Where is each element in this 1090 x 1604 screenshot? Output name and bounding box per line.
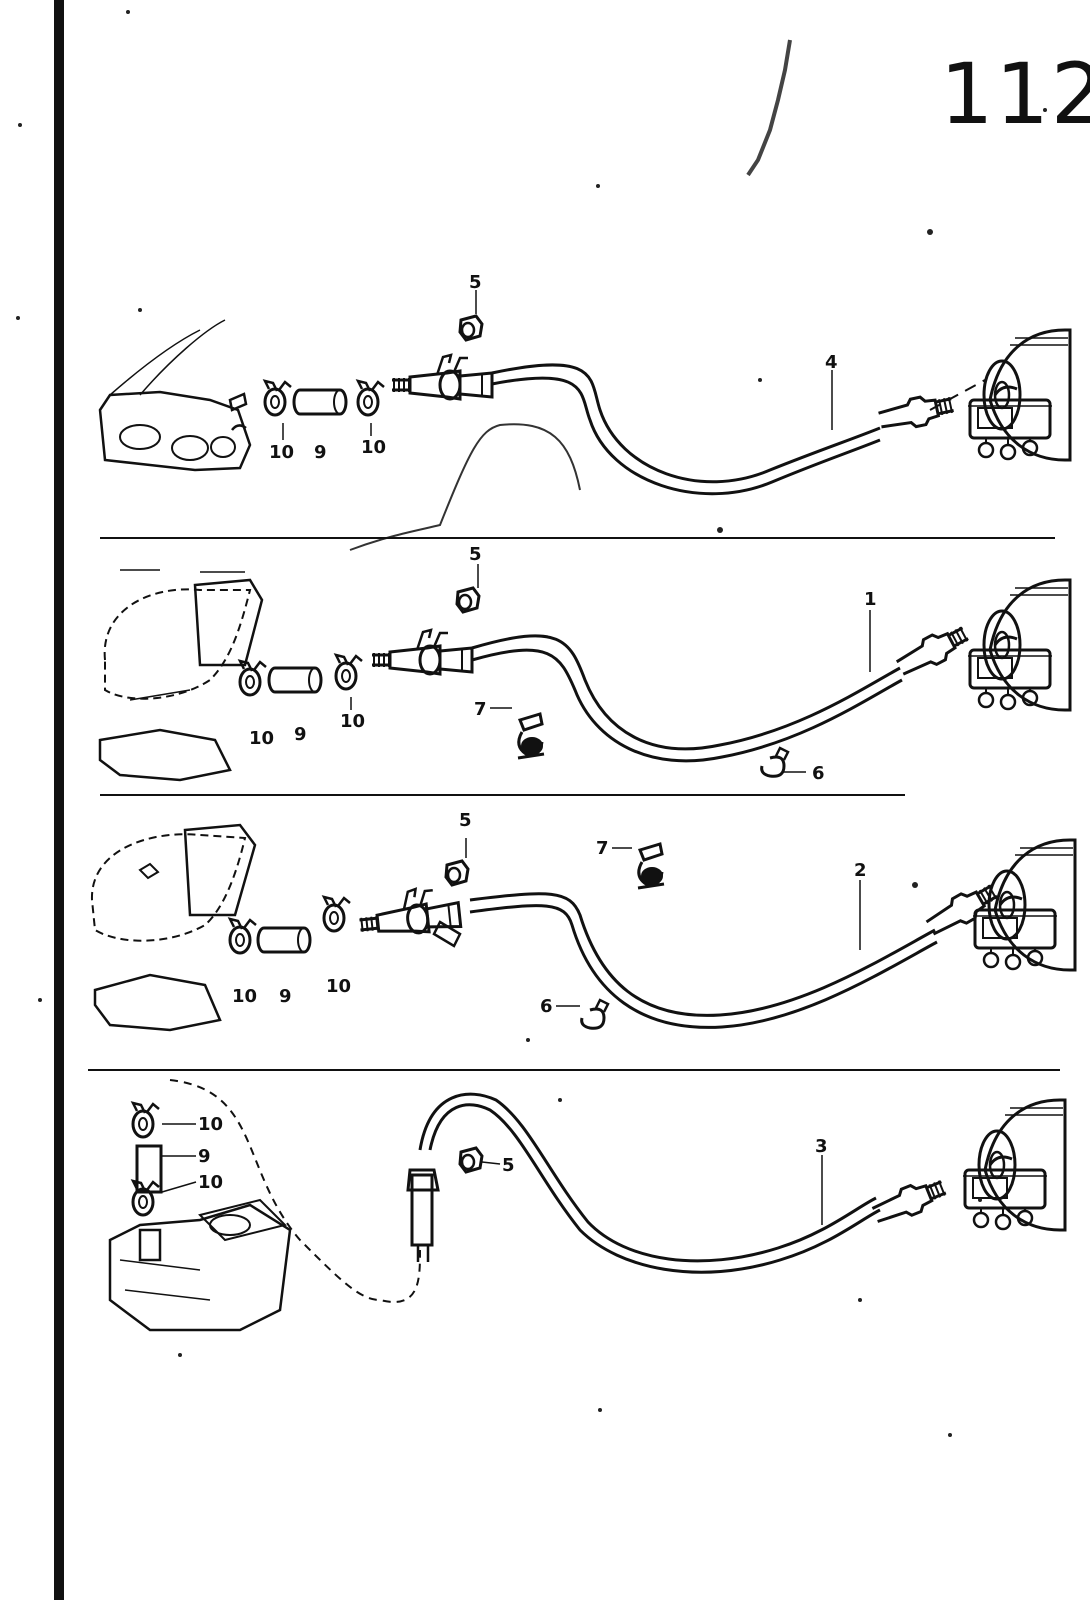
callout-6: 6 xyxy=(540,996,553,1017)
panel-a xyxy=(98,290,1072,551)
callout-10: 10 xyxy=(232,986,257,1007)
callout-10: 10 xyxy=(198,1172,223,1193)
callout-10: 10 xyxy=(269,442,294,463)
callout-10: 10 xyxy=(198,1114,223,1135)
callout-10: 10 xyxy=(361,437,386,458)
callout-10: 10 xyxy=(249,728,274,749)
callout-7: 7 xyxy=(596,838,609,859)
callout-5: 5 xyxy=(469,544,482,565)
callout-3: 3 xyxy=(815,1136,828,1157)
panel-c xyxy=(90,823,1077,1032)
callout-4: 4 xyxy=(825,352,838,373)
panel-d xyxy=(108,1079,1067,1332)
callout-10: 10 xyxy=(340,711,365,732)
pencil-mark xyxy=(746,39,792,177)
callout-9: 9 xyxy=(294,724,307,745)
callout-9: 9 xyxy=(314,442,327,463)
page-number: 112 xyxy=(940,45,1090,143)
scan-speckles xyxy=(16,10,1047,1437)
callout-5: 5 xyxy=(469,272,482,293)
callout-5: 5 xyxy=(502,1155,515,1176)
callout-9: 9 xyxy=(198,1146,211,1167)
callout-5: 5 xyxy=(459,810,472,831)
callout-6: 6 xyxy=(812,763,825,784)
callout-10: 10 xyxy=(326,976,351,997)
panel-b xyxy=(98,564,1072,782)
callout-7: 7 xyxy=(474,699,487,720)
callout-2: 2 xyxy=(854,860,867,881)
callout-1: 1 xyxy=(864,589,877,610)
callout-9: 9 xyxy=(279,986,292,1007)
binding-edge xyxy=(54,0,64,1600)
